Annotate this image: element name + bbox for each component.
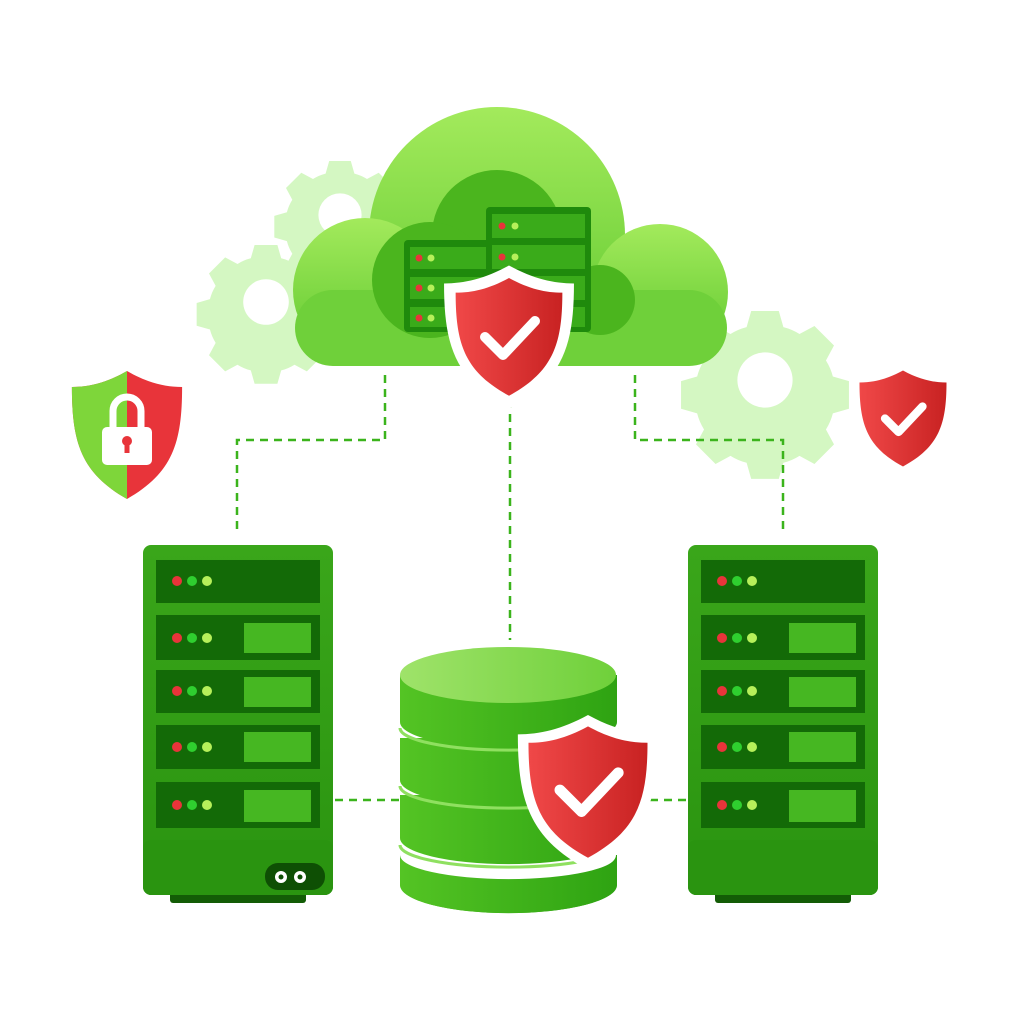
- shield-check-icon: [859, 370, 947, 467]
- connector-lines: [235, 375, 785, 802]
- server-rack-icon: [143, 545, 333, 903]
- shield-check-icon: [517, 715, 659, 870]
- shield-lock-icon: [71, 371, 183, 499]
- shield-check-icon: [444, 265, 574, 409]
- server-rack-icon: [688, 545, 878, 903]
